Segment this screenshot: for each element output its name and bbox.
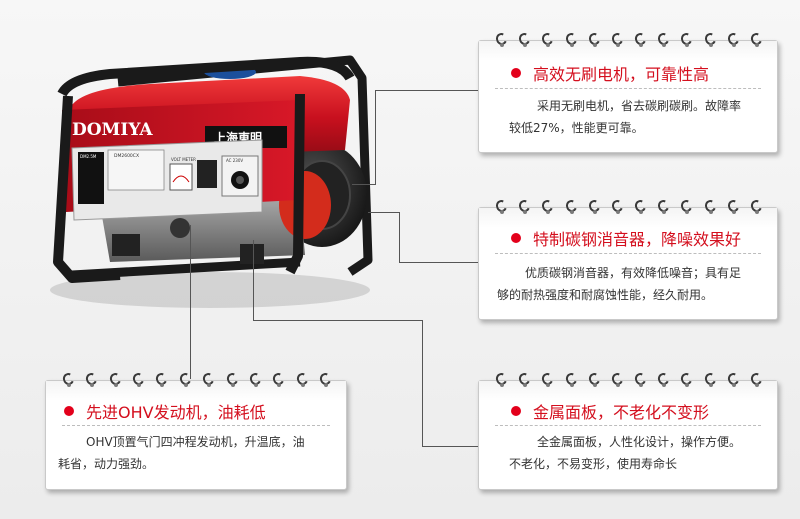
panel-left-label: DM2.5M	[80, 154, 97, 159]
bullet-dot	[511, 68, 521, 78]
description-line: 采用无刷电机，省去碳刷碳刷。故障率	[537, 99, 742, 113]
leader-line	[375, 90, 478, 91]
bullet-dot	[64, 406, 74, 416]
spec-plate-label: DM2600CX	[114, 153, 139, 159]
ac-label: AC 230V	[226, 158, 243, 163]
callout-title: 金属面板，不老化不变形	[533, 403, 710, 422]
callout-brushless-motor: 高效无刷电机，可靠性高 采用无刷电机，省去碳刷碳刷。故障率 较低27%，性能更可…	[478, 40, 778, 153]
volt-meter-label: VOLT METER	[171, 157, 196, 162]
leader-line	[368, 212, 400, 213]
description-line: 较低27%，性能更可靠。	[509, 121, 644, 135]
callout-metal-panel: 金属面板，不老化不变形 全金属面板，人性化设计，操作方便。 不老化，不易变形，使…	[478, 380, 778, 490]
dashed-divider	[62, 425, 330, 426]
leader-line	[352, 184, 376, 185]
callout-description: 优质碳钢消音器，有效降低噪音；具有足 够的耐热强度和耐腐蚀性能，经久耐用。	[497, 262, 773, 306]
leader-line	[399, 262, 478, 263]
binder-rings	[62, 372, 332, 390]
binder-rings	[495, 372, 763, 390]
binder-rings	[495, 32, 763, 50]
dashed-divider	[495, 88, 761, 89]
description-line: 优质碳钢消音器，有效降低噪音；具有足	[525, 266, 742, 280]
callout-description: OHV顶置气门四冲程发动机，升温底，油 耗省，动力强劲。	[58, 431, 344, 475]
description-line: 耗省，动力强劲。	[58, 457, 155, 471]
brand-logo: DOMIYA	[72, 120, 153, 140]
bullet-dot	[511, 406, 521, 416]
leader-line	[190, 225, 191, 379]
callout-description: 全金属面板，人性化设计，操作方便。 不老化，不易变形，使用寿命长	[509, 431, 771, 475]
dashed-divider	[495, 253, 761, 254]
leader-line	[422, 320, 423, 446]
callout-description: 采用无刷电机，省去碳刷碳刷。故障率 较低27%，性能更可靠。	[509, 95, 769, 139]
leader-line	[375, 90, 376, 185]
callout-ohv-engine: 先进OHV发动机，油耗低 OHV顶置气门四冲程发动机，升温底，油 耗省，动力强劲…	[45, 380, 347, 490]
callout-muffler: 特制碳钢消音器，降噪效果好 优质碳钢消音器，有效降低噪音；具有足 够的耐热强度和…	[478, 207, 778, 320]
description-line: OHV顶置气门四冲程发动机，升温底，油	[86, 435, 305, 449]
leader-line	[399, 212, 400, 262]
description-line: 够的耐热强度和耐腐蚀性能，经久耐用。	[497, 288, 714, 302]
callout-title: 高效无刷电机，可靠性高	[533, 65, 710, 84]
binder-rings	[495, 199, 763, 217]
description-line: 全金属面板，人性化设计，操作方便。	[537, 435, 742, 449]
callout-title: 先进OHV发动机，油耗低	[86, 403, 266, 422]
dashed-divider	[495, 425, 761, 426]
bullet-dot	[511, 233, 521, 243]
leader-line	[422, 446, 478, 447]
callout-title: 特制碳钢消音器，降噪效果好	[533, 230, 742, 249]
description-line: 不老化，不易变形，使用寿命长	[509, 457, 678, 471]
leader-line	[253, 320, 423, 321]
leader-line	[253, 240, 254, 320]
